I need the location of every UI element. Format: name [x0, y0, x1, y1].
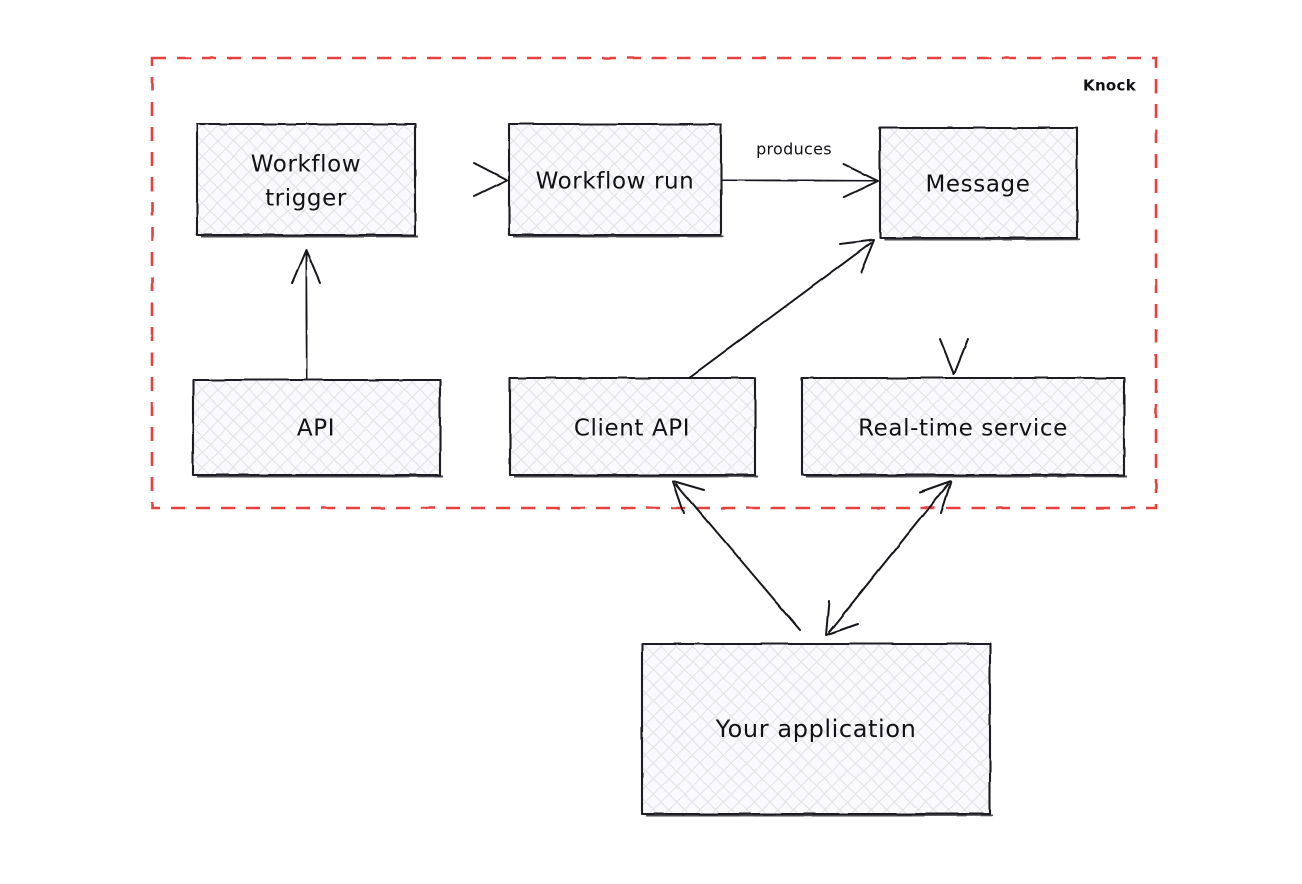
edge-label-produces: produces — [756, 140, 832, 159]
client-api-label: Client API — [574, 416, 690, 442]
workflow-run-shadow — [512, 234, 725, 239]
edge-trigger-to-run — [415, 162, 508, 197]
edge-app-to-client-api-arrowhead — [672, 480, 705, 514]
edge-run-to-message-arrowhead — [842, 163, 879, 198]
knock-boundary-group: Knock — [150, 56, 1158, 510]
api-shadow — [196, 474, 444, 479]
edge-real-time-to-app-arrowhead-bottom — [825, 600, 859, 636]
message-box — [878, 126, 1079, 240]
edge-app-to-client-api-line — [675, 483, 801, 631]
workflow-trigger-label-line1: Workflow — [251, 152, 361, 178]
edge-api-to-trigger-line — [305, 252, 308, 380]
message-shadow — [883, 237, 1081, 242]
node-workflow-run[interactable]: Workflow run — [507, 122, 725, 239]
workflow-run-box — [507, 122, 723, 237]
edge-api-to-trigger — [291, 249, 321, 380]
knock-boundary — [150, 56, 1158, 510]
workflow-trigger-shadow — [200, 234, 419, 239]
node-api[interactable]: API — [191, 378, 444, 479]
real-time-service-box — [800, 376, 1126, 477]
workflow-trigger-label-line2: trigger — [265, 186, 347, 212]
api-box — [191, 378, 442, 477]
knock-boundary-label: Knock — [1083, 77, 1137, 95]
node-workflow-trigger[interactable]: Workflow trigger — [195, 122, 419, 239]
edge-client-api-to-message — [689, 239, 875, 378]
edge-client-api-to-message-arrowhead — [839, 239, 875, 273]
node-your-application[interactable]: Your application — [640, 642, 994, 818]
edge-app-to-client-api — [672, 480, 801, 631]
edge-message-to-real-time — [939, 240, 969, 375]
edge-client-api-to-message-line — [689, 242, 872, 378]
node-real-time-service[interactable]: Real-time service — [800, 376, 1128, 479]
edge-run-to-message: produces — [721, 140, 879, 198]
real-time-service-label: Real-time service — [858, 416, 1068, 442]
edge-real-time-to-app-arrowhead-top — [919, 480, 952, 514]
edge-real-time-to-app — [825, 480, 952, 636]
workflow-run-label: Workflow run — [536, 169, 695, 195]
client-api-shadow — [513, 474, 759, 479]
api-label: API — [297, 416, 335, 442]
node-message[interactable]: Message — [878, 126, 1081, 242]
edge-real-time-to-app-line — [828, 483, 949, 633]
edge-api-to-trigger-arrowhead — [291, 249, 321, 284]
edge-run-to-message-line — [721, 179, 876, 182]
edge-trigger-to-run-arrowhead — [473, 162, 508, 197]
client-api-box — [508, 376, 757, 477]
node-client-api[interactable]: Client API — [508, 376, 759, 479]
your-application-box — [640, 642, 992, 816]
edge-message-to-real-time-arrowhead — [939, 338, 969, 375]
real-time-service-shadow — [805, 474, 1128, 479]
message-label: Message — [925, 172, 1030, 198]
workflow-trigger-box — [195, 122, 417, 237]
your-application-shadow — [645, 813, 994, 818]
your-application-label: Your application — [715, 715, 917, 743]
